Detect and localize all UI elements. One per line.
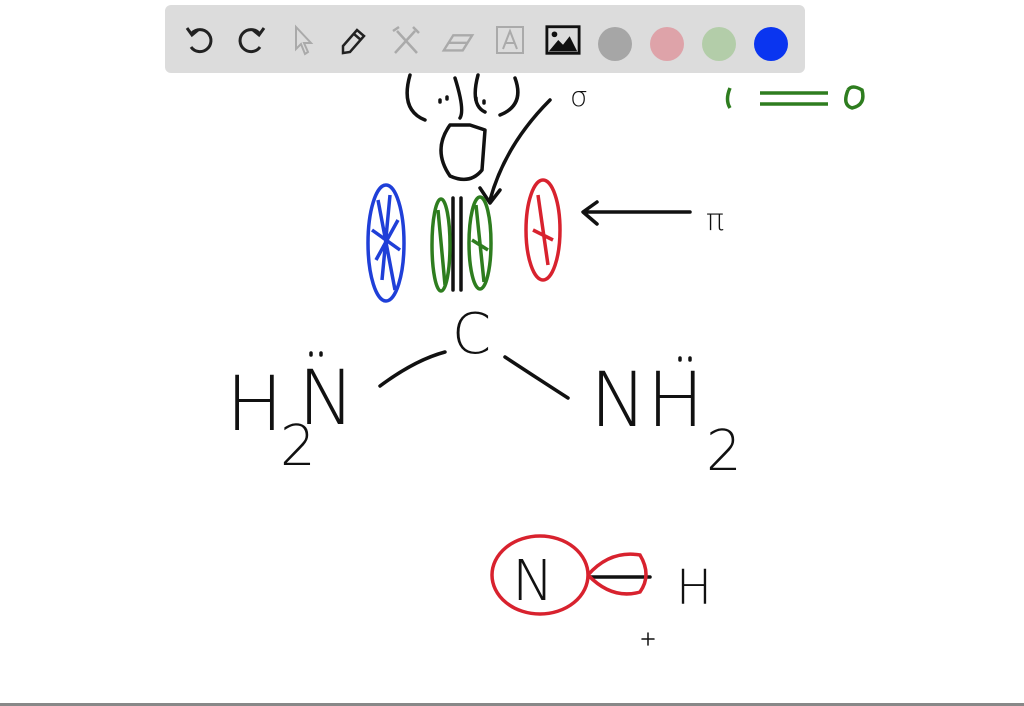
toolbar xyxy=(165,5,805,73)
color-gray[interactable] xyxy=(598,27,632,61)
oxygen-atom xyxy=(439,123,487,182)
color-red[interactable] xyxy=(650,27,684,61)
canvas-bottom-border xyxy=(0,703,1024,706)
right-nh-label: NH xyxy=(590,355,704,444)
left-subscript: 2 xyxy=(280,414,316,479)
cn-bonds xyxy=(378,350,570,400)
eraser-icon xyxy=(441,34,475,52)
text-icon xyxy=(496,26,524,54)
image-icon xyxy=(545,25,581,55)
sigma-label: σ xyxy=(570,80,588,113)
red-p-orbital xyxy=(524,178,562,282)
color-blue-selected[interactable] xyxy=(754,27,788,61)
undo-button[interactable] xyxy=(182,22,218,58)
left-h-label: H xyxy=(226,359,283,448)
cursor-icon xyxy=(295,24,314,56)
green-p-orbital-left xyxy=(430,197,452,293)
oxygen-lone-pair-lobes xyxy=(405,73,520,122)
tools-button[interactable] xyxy=(388,22,424,58)
color-green[interactable] xyxy=(702,27,736,61)
blue-p-orbital xyxy=(366,183,406,303)
pencil-icon xyxy=(341,28,366,55)
carbon-label: C xyxy=(452,302,491,367)
pi-label: π xyxy=(706,203,724,238)
right-subscript: 2 xyxy=(706,419,742,484)
nh-orbital xyxy=(586,552,648,596)
tools-icon xyxy=(392,25,420,54)
crosshair-cursor xyxy=(641,632,655,646)
eraser-button[interactable] xyxy=(440,22,476,58)
text-button[interactable] xyxy=(492,22,528,58)
redo-icon xyxy=(238,27,266,54)
co-double-bond-sketch xyxy=(725,85,865,110)
redo-button[interactable] xyxy=(233,22,269,58)
pi-arrow xyxy=(581,200,692,226)
h-label: H xyxy=(676,560,712,616)
pen-button[interactable] xyxy=(336,22,372,58)
n-label: N xyxy=(512,549,554,614)
select-button[interactable] xyxy=(285,22,321,58)
double-bond xyxy=(451,196,463,292)
sigma-arrow xyxy=(478,98,552,205)
left-n-label: N xyxy=(298,353,355,442)
undo-icon xyxy=(185,27,213,54)
green-p-orbital-right xyxy=(467,195,493,291)
image-button[interactable] xyxy=(545,22,581,58)
